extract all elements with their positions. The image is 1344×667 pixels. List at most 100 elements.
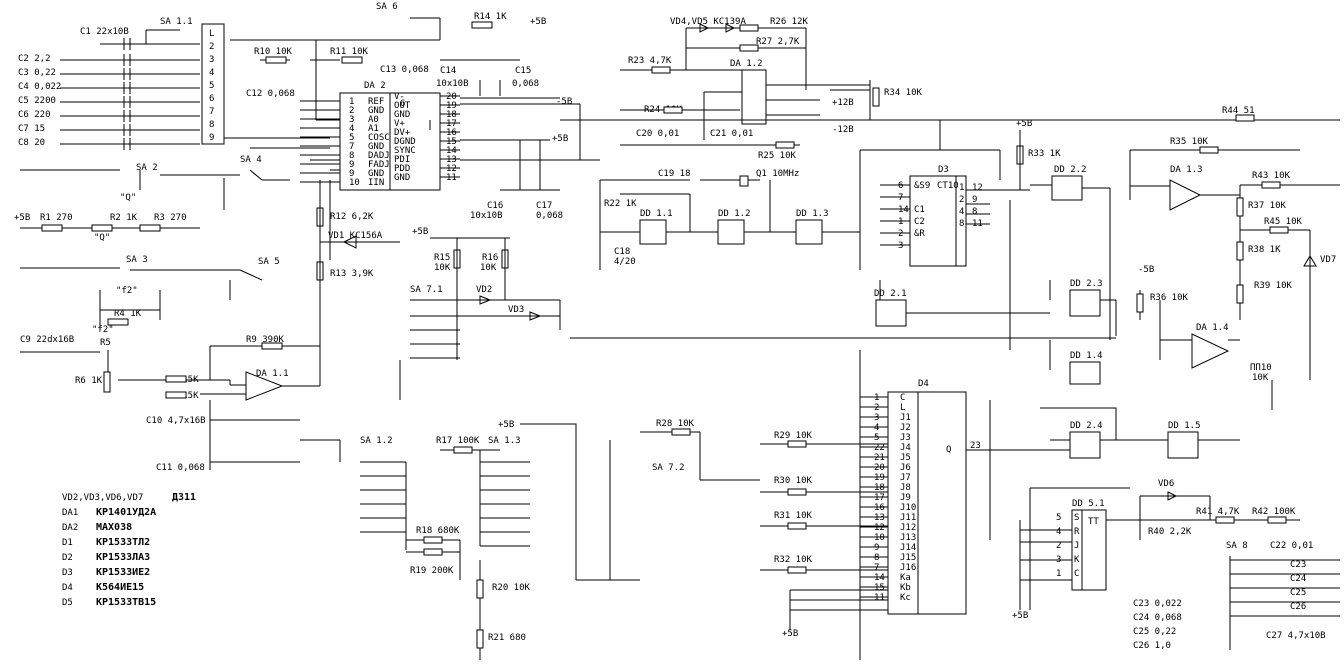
da2-pin-right-2: 18 (446, 110, 457, 120)
r44-label: R44 51 (1222, 106, 1255, 116)
sa11-position-8: 8 (209, 120, 214, 130)
r6-label: R6 1K (75, 376, 103, 386)
d4-pin-15: 15 (874, 583, 885, 593)
c15-label: C15 (515, 66, 531, 76)
da2-pin-left-3: 4 (349, 124, 354, 134)
da2-pin-right-9: 11 (446, 173, 457, 183)
da2-sig-left-7: FADJ (368, 160, 390, 170)
da2-pin-right-7: 13 (446, 155, 457, 165)
c4-label: C4 0,022 (18, 82, 61, 92)
legend-ref-5: D3 (62, 568, 73, 578)
r20-label: R20 10K (492, 583, 531, 593)
dd23-label: DD 2.3 (1070, 279, 1103, 289)
dd24-label: DD 2.4 (1070, 421, 1103, 431)
d4-pin-5: 5 (874, 433, 879, 443)
c6-label: C6 220 (18, 110, 51, 120)
vd6-label: VD6 (1158, 479, 1174, 489)
d4-pin-10: 10 (874, 533, 885, 543)
sa11-position-7: 7 (209, 107, 214, 117)
r45-label: R45 10K (1264, 217, 1303, 227)
q1-label: Q1 10MHz (756, 169, 799, 179)
da2-sig-right-8: PDD (394, 164, 410, 174)
cap-value-1: C24 0,068 (1133, 613, 1182, 623)
r28-label: R28 10K (656, 419, 695, 429)
c24-label: C24 (1290, 574, 1306, 584)
c27-label: C27 4,7x10B (1266, 631, 1326, 641)
r27-label: R27 2,7K (756, 37, 800, 47)
da2-sig-left-5: GND (368, 142, 384, 152)
c25-label: C25 (1290, 588, 1306, 598)
d4-pin-11: 11 (874, 593, 885, 603)
sa5-label: SA 5 (258, 257, 280, 267)
da2-center-pin: 6 (400, 99, 405, 109)
sa11-position-9: 9 (209, 133, 214, 143)
d4-sig-J9: J9 (900, 493, 911, 503)
dd13-label: DD 1.3 (796, 209, 829, 219)
vd3-label: VD3 (508, 305, 524, 315)
d4-pin-14: 14 (874, 573, 885, 583)
sa3-label: SA 3 (126, 255, 148, 265)
d3-pin-left-1: 7 (898, 193, 903, 203)
c5-label: C5 2200 (18, 96, 56, 106)
r4-label: R4 1K (114, 309, 142, 319)
da2-sig-left-3: A1 (368, 124, 379, 134)
r19-label: R19 200K (410, 566, 454, 576)
da2-sig-right-0: V- (394, 92, 405, 102)
da2-sig-right-6: SYNC (394, 146, 416, 156)
legend-ref-7: D5 (62, 598, 73, 608)
d3-pin-left-4: 2 (898, 229, 903, 239)
da2-pin-left-9: 10 (349, 178, 360, 188)
c7-label: C7 15 (18, 124, 45, 134)
da2-pin-left-1: 2 (349, 106, 354, 116)
dd51-label: DD 5.1 (1072, 499, 1105, 509)
c14-label: C14 (440, 66, 456, 76)
d4-sig-L: L (900, 403, 905, 413)
d4-pin-1: 1 (874, 393, 879, 403)
d4-q-out: Q (946, 445, 951, 455)
cap-value-2: C25 0,22 (1133, 627, 1176, 637)
da12-label: DA 1.2 (730, 59, 763, 69)
legend-part-1: KP1401УД2A (96, 507, 156, 518)
clock-section: C19 18 Q1 10MHz R22 1K DD 1.1 DD 1.2 DD … (599, 169, 860, 270)
r40-label: R40 2,2K (1148, 527, 1192, 537)
d4-pin-21: 21 (874, 453, 885, 463)
da2-pin-right-1: 19 (446, 101, 457, 111)
r32-label: R32 10K (774, 555, 813, 565)
da2-pin-right-5: 15 (446, 137, 457, 147)
sa71-label: SA 7.1 (410, 285, 443, 295)
rail-m12: -12B (832, 125, 854, 135)
r1-label: R1 270 (40, 213, 73, 223)
sa11-body (201, 23, 225, 145)
cap-value-3: C26 1,0 (1133, 641, 1171, 651)
d4-sig-J10: J10 (900, 503, 916, 513)
d3-pin-left-0: 6 (898, 181, 903, 191)
vd45-label: VD4,VD5 KC139A (670, 17, 746, 27)
r34-label: R34 10K (884, 88, 923, 98)
dd51-pin-2: 2 (1056, 541, 1061, 551)
c10-label: C10 4,7x16B (146, 416, 206, 426)
r26-label: R26 12K (770, 17, 809, 27)
r25-label: R25 10K (758, 151, 797, 161)
d4-sig-Ka: Ka (900, 573, 911, 583)
r29-label: R29 10K (774, 431, 813, 441)
r15-value: 10K (434, 263, 451, 273)
r2-label: R2 1K (110, 213, 138, 223)
dd21-label: DD 2.1 (874, 289, 907, 299)
da2-sig-left-0: REF (368, 97, 384, 107)
dd51-sig-S: S (1074, 513, 1079, 523)
r16-label: R16 (482, 253, 498, 263)
d4-sig-J4: J4 (900, 443, 911, 453)
d4-pin-16: 16 (874, 503, 885, 513)
sa11-position-3: 3 (209, 55, 214, 65)
d4-sig-C: C (900, 393, 905, 403)
da2-pin-right-6: 14 (446, 146, 457, 156)
legend-part-0: Д311 (172, 492, 196, 503)
da2-pin-left-0: 1 (349, 97, 354, 107)
legend-ref-0: VD2,VD3,VD6,VD7 (62, 493, 143, 503)
dd51-body (1071, 509, 1107, 591)
nand-gates: DD 2.2 DD 2.3 DD 2.1 DD 1.4 DD 2.4 DD 1.… (570, 119, 1240, 459)
d4-pin-12: 12 (874, 523, 885, 533)
c3-label: C3 0,22 (18, 68, 56, 78)
